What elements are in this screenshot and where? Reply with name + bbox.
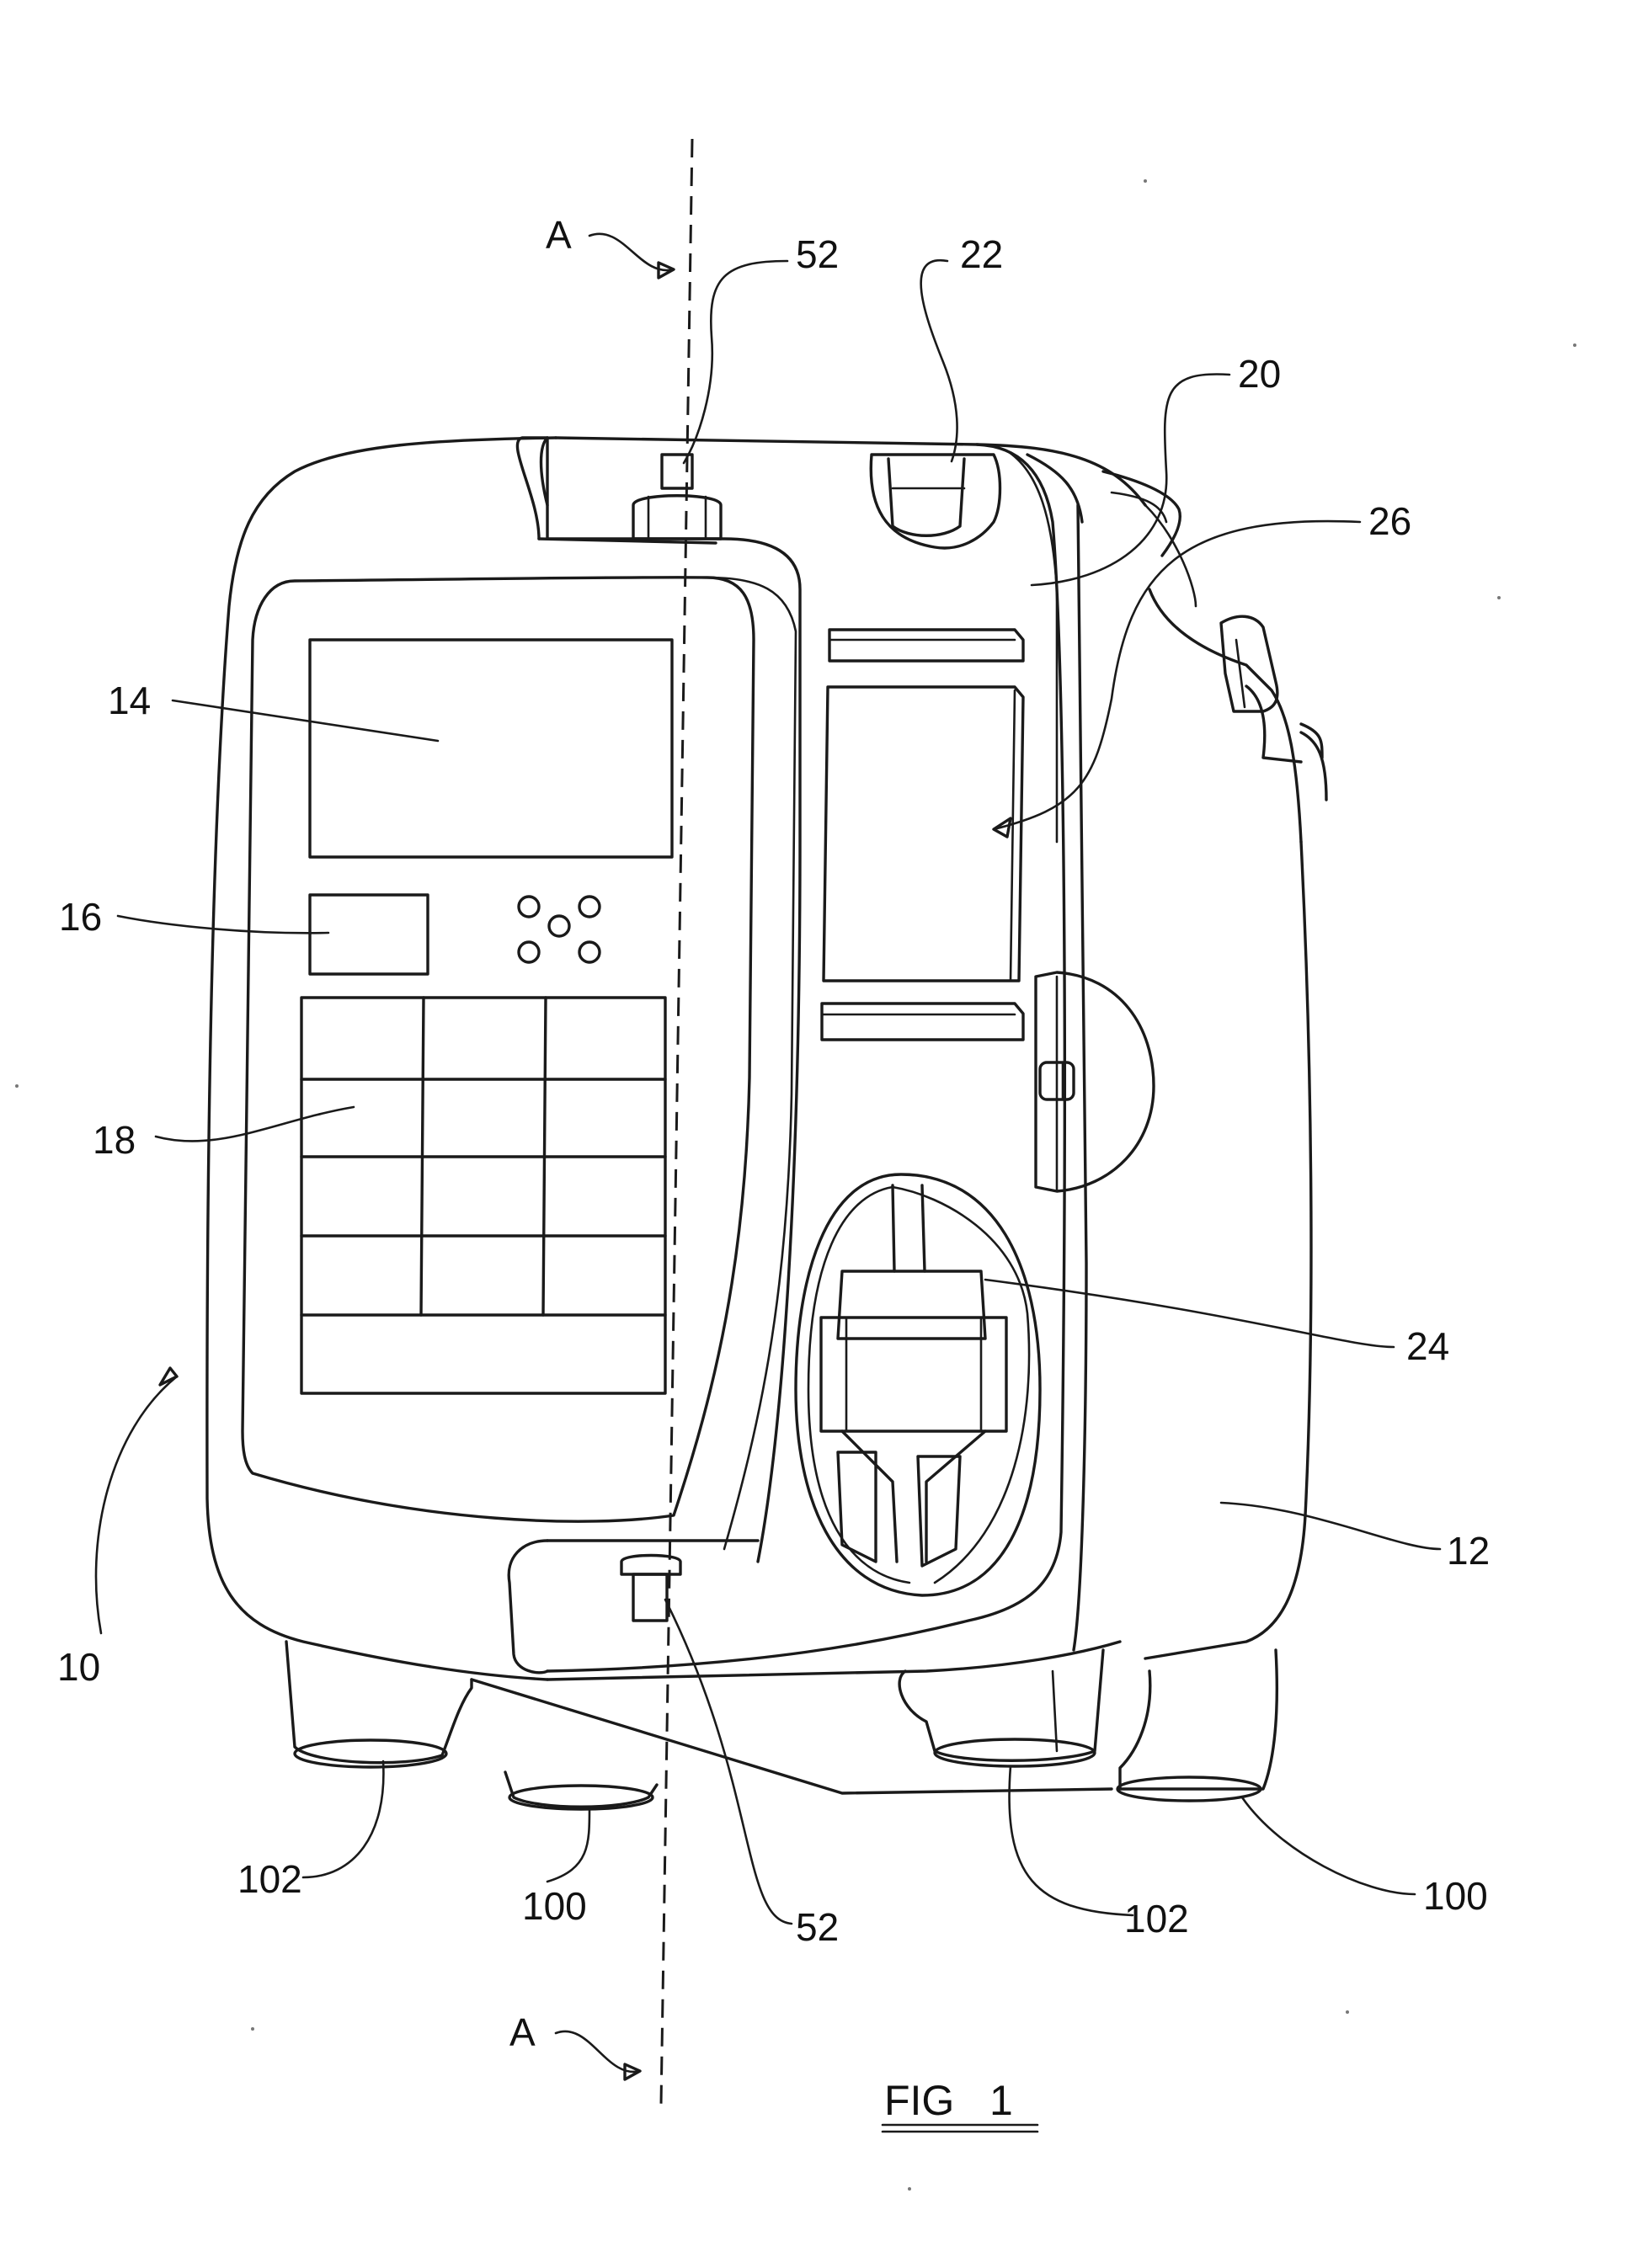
- small-display: [310, 895, 428, 974]
- label-20: 20: [1238, 352, 1281, 396]
- label-52-bottom: 52: [796, 1905, 839, 1949]
- label-26: 26: [1368, 499, 1411, 543]
- label-12: 12: [1447, 1529, 1490, 1573]
- label-102-right: 102: [1124, 1897, 1189, 1941]
- keypad: [301, 998, 665, 1393]
- label-10: 10: [57, 1645, 100, 1689]
- bottom-pin: [509, 1541, 758, 1673]
- top-handle: [871, 455, 1000, 548]
- figure-title: FIG 1: [884, 2077, 1013, 2124]
- window: [822, 630, 1023, 1040]
- pump-mechanism: [796, 1174, 1040, 1595]
- label-14: 14: [108, 679, 151, 722]
- label-102-left: 102: [237, 1857, 302, 1901]
- top-pin: [633, 455, 721, 539]
- label-18: 18: [93, 1118, 136, 1162]
- label-A-bottom: A: [509, 2010, 536, 2054]
- label-24: 24: [1406, 1324, 1449, 1368]
- buttons: [519, 897, 600, 962]
- label-22: 22: [960, 232, 1003, 276]
- label-A-top: A: [546, 213, 572, 257]
- label-100-right: 100: [1423, 1874, 1488, 1918]
- label-16: 16: [59, 895, 102, 939]
- front-panel: [517, 438, 1086, 1671]
- label-52-top: 52: [796, 232, 839, 276]
- side-knob: [1036, 972, 1154, 1191]
- figure-caption: FIG 1: [883, 2077, 1037, 2132]
- main-display: [310, 640, 672, 857]
- label-100-center: 100: [522, 1884, 587, 1928]
